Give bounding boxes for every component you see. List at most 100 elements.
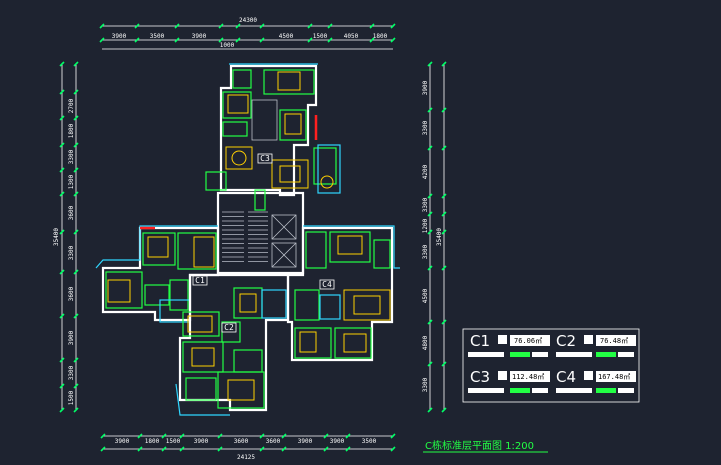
dimension-tick: [427, 211, 433, 217]
legend-value-box-c2: [596, 335, 636, 346]
dimension-tick: [99, 23, 105, 29]
dimension-tick: [73, 191, 79, 197]
dimension-tick: [73, 383, 79, 389]
legend-id-c3: C3: [470, 368, 490, 386]
dimension-tick: [259, 23, 265, 29]
dimension-tick: [281, 433, 287, 439]
unit-tag-c3: C3: [260, 154, 270, 163]
dimension-tick: [427, 193, 433, 199]
dimension-tick: [427, 319, 433, 325]
legend-bar-c2-c: [618, 352, 634, 357]
dimension-tick: [369, 37, 375, 43]
left-dim-10: 1500: [68, 390, 75, 405]
top-dimension-chain: 24300 3900 3500 3900 4500 1500 4050 1800…: [99, 17, 396, 50]
right-dimension-chain: 35400 3900 3300 4200 3300 1200 3300 4500…: [422, 61, 447, 413]
dimension-tick: [427, 107, 433, 113]
dimension-tick: [259, 37, 265, 43]
left-total-dimension: 35400: [53, 228, 60, 246]
unit-tag-c1: C1: [195, 276, 205, 285]
left-dim-3: 3300: [68, 149, 75, 164]
dimension-tick: [73, 61, 79, 67]
dimension-tick: [217, 446, 223, 452]
dimension-tick: [100, 446, 106, 452]
dimension-tick: [59, 61, 65, 67]
dimension-tick: [59, 115, 65, 121]
top-unit: [205, 63, 341, 197]
bottom-unit: [175, 273, 290, 416]
right-dim-8: 4800: [422, 335, 429, 350]
legend-entry-c3: C3 112.48㎡: [468, 368, 550, 393]
right-total-dimension: 35400: [436, 228, 443, 246]
dimension-tick: [137, 433, 143, 439]
right-dim-2: 3300: [422, 120, 429, 135]
dimension-tick: [59, 357, 65, 363]
dimension-tick: [134, 37, 140, 43]
legend-entry-c1: C1 76.06㎡: [468, 332, 550, 357]
legend-id-c4: C4: [556, 368, 576, 386]
left-unit: [95, 225, 220, 323]
dimension-tick: [323, 446, 329, 452]
left-dim-7: 3600: [68, 286, 75, 301]
dimension-tick: [345, 446, 351, 452]
dimension-tick: [390, 446, 396, 452]
left-dim-2: 1800: [68, 123, 75, 138]
legend-entry-c4: C4 167.48㎡: [556, 368, 636, 393]
bottom-dim-1: 3900: [115, 438, 130, 445]
dimension-tick: [427, 407, 433, 413]
right-dim-4: 3300: [422, 197, 429, 212]
dimension-tick: [218, 23, 224, 29]
unit-tag-c4-box: [319, 279, 335, 290]
left-dimension-chain: 35400 2700 1800 3300 1300 3600 3300 3600…: [53, 61, 79, 413]
unit-tag-c3-box: [257, 153, 273, 164]
bottom-dim-2: 1800: [145, 438, 160, 445]
legend-swatch-c2: [584, 335, 593, 344]
legend-area-c2: 76.48㎡: [600, 337, 628, 345]
bottom-dim-7: 3900: [298, 438, 313, 445]
core-stairs: [216, 189, 305, 275]
top-total-dimension: 24300: [239, 17, 257, 24]
top-dim-1: 3900: [112, 33, 127, 40]
legend-bar-c2-a: [556, 352, 592, 357]
dimension-tick: [307, 37, 313, 43]
legend-swatch-c1: [498, 335, 507, 344]
legend-area-c3: 112.48㎡: [512, 373, 544, 381]
drawing-title: C栋标准层平面图 1:200: [425, 439, 534, 452]
dimension-tick: [427, 361, 433, 367]
dimension-tick: [441, 107, 447, 113]
dimension-tick: [59, 269, 65, 275]
dimension-tick: [218, 37, 224, 43]
legend-frame: [462, 328, 640, 403]
bottom-total-dimension: 24125: [237, 454, 255, 461]
dimension-tick: [441, 211, 447, 217]
top-sub-dim: 1000: [220, 42, 235, 49]
dimension-tick: [441, 193, 447, 199]
dimension-tick: [161, 433, 167, 439]
legend-bar-c1-a: [468, 352, 504, 357]
dimension-tick: [59, 142, 65, 148]
top-dim-8: 1800: [373, 33, 388, 40]
left-dim-4: 1300: [68, 174, 75, 189]
dimension-tick: [441, 319, 447, 325]
right-dim-1: 3900: [422, 80, 429, 95]
dimension-tick: [217, 433, 223, 439]
bottom-dim-6: 3600: [266, 438, 281, 445]
dimension-tick: [259, 446, 265, 452]
top-dim-6: 1500: [313, 33, 328, 40]
dimension-tick: [390, 37, 396, 43]
dimension-tick: [134, 23, 140, 29]
left-dim-9: 3300: [68, 365, 75, 380]
bottom-dimension-chain: 3900 1800 1500 3900 3600 3600 3900 3900 …: [100, 433, 396, 461]
dimension-tick: [59, 191, 65, 197]
dimension-tick: [441, 145, 447, 151]
area-legend: C1 76.06㎡ C2 76.48㎡ C3 112.48㎡: [462, 328, 640, 403]
legend-value-box-c4: [596, 371, 636, 382]
dimension-tick: [100, 433, 106, 439]
dimension-tick: [174, 23, 180, 29]
dimension-tick: [390, 433, 396, 439]
dimension-tick: [73, 357, 79, 363]
dimension-tick: [179, 433, 185, 439]
dimension-tick: [441, 265, 447, 271]
bottom-dim-9: 3500: [362, 438, 377, 445]
dimension-tick: [259, 433, 265, 439]
legend-bar-c3-b: [510, 388, 530, 393]
